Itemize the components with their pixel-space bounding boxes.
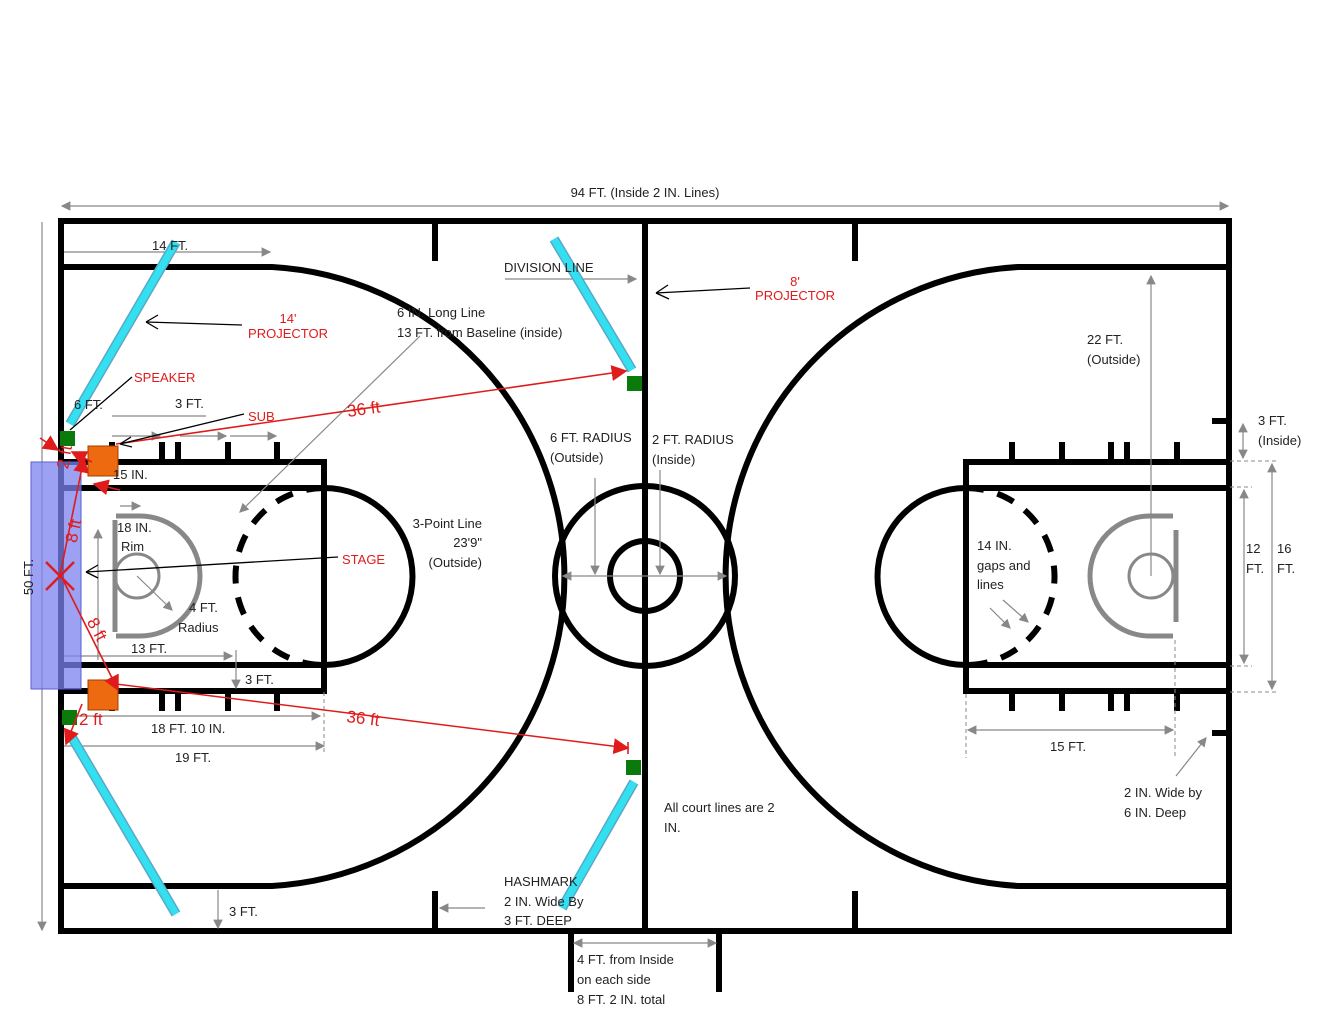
rim-label: 18 IN. (117, 520, 152, 535)
gaps-label-c: lines (977, 577, 1004, 592)
projector-icon (557, 779, 639, 911)
sub-icon (87, 679, 119, 711)
speaker-label: SPEAKER (134, 370, 195, 385)
rim-left (112, 513, 203, 639)
right-3-label: 3 FT. (1258, 413, 1287, 428)
six-in-line-label: 6 IN. Long Line (397, 305, 485, 320)
distance-lines (39, 365, 630, 755)
distance-8-bottom: 8 ft (83, 615, 111, 645)
free-throw-arc-right-dashed (965, 485, 1058, 668)
four-ft-label-c: 8 FT. 2 IN. total (577, 992, 665, 1007)
stage-label: STAGE (342, 552, 385, 567)
distance-36-top: 36 ft (346, 398, 382, 421)
right-16-label: 16 (1277, 541, 1291, 556)
lane-3ft-label: 3 FT. (245, 672, 274, 687)
overall-length-label: 94 FT. (Inside 2 IN. Lines) (571, 185, 720, 200)
left-14ft-label: 14 FT. (152, 238, 188, 253)
projector-icon (65, 239, 181, 427)
right-3-label-b: (Inside) (1258, 433, 1301, 448)
hashmark-label-b: 2 IN. Wide By (504, 894, 584, 909)
dimension-lines (37, 201, 1277, 948)
right-12-label-b: FT. (1246, 561, 1264, 576)
left-6ft-label: 6 FT. (74, 397, 103, 412)
projector-icon (65, 731, 181, 917)
radius-6-label-b: (Outside) (550, 450, 603, 465)
radius-4-label-b: Radius (178, 620, 219, 635)
callout-arrows (69, 284, 751, 579)
rim-label-b: Rim (121, 539, 144, 554)
width-label: 50 FT. (21, 559, 36, 595)
fifteen-in-label: 15 IN. (113, 467, 148, 482)
four-ft-label-b: on each side (577, 972, 651, 987)
sub-icon (87, 445, 119, 477)
left-3ft-label: 3 FT. (175, 396, 204, 411)
free-throw-arc-left (323, 485, 416, 668)
three-point-label-b: 23'9" (453, 535, 482, 550)
six-in-line-label-b: 13 FT. from Baseline (inside) (397, 325, 562, 340)
three-point-label-c: (Outside) (429, 555, 482, 570)
three-point-line-left (61, 264, 568, 889)
stage (30, 461, 82, 690)
projector-14-label-b: PROJECTOR (248, 326, 328, 341)
speaker-icon (60, 431, 75, 446)
key-right-inner (963, 485, 1232, 668)
center-circle-outer (552, 483, 738, 669)
gaps-label-b: gaps and (977, 558, 1031, 573)
distance-2-top: 2 ft (53, 443, 76, 470)
right-22-label-b: (Outside) (1087, 352, 1140, 367)
radius-2-label-b: (Inside) (652, 452, 695, 467)
speaker-icon (62, 710, 77, 725)
distance-36-bottom: 36 ft (346, 707, 381, 730)
ft-18-10-label: 18 FT. 10 IN. (151, 721, 225, 736)
right-22-label: 22 FT. (1087, 332, 1123, 347)
gaps-label: 14 IN. (977, 538, 1012, 553)
hashmark-label: HASHMARK (504, 874, 578, 889)
three-point-label: 3-Point Line (413, 516, 482, 531)
free-throw-arc-right (874, 485, 967, 668)
projector-8-label: 8' (790, 274, 800, 289)
radius-2-label: 2 FT. RADIUS (652, 432, 734, 447)
distance-8-top: 8 ft (62, 517, 86, 544)
all-lines-label-b: IN. (664, 820, 681, 835)
speaker-icon (626, 760, 641, 775)
projector-8-label-b: PROJECTOR (755, 288, 835, 303)
radius-4-label: 4 FT. (189, 600, 218, 615)
right-12-label: 12 (1246, 541, 1260, 556)
projector-14-label: 14' (280, 311, 297, 326)
right-16-label-b: FT. (1277, 561, 1295, 576)
rim-right (1087, 513, 1179, 639)
radius-6-label: 6 FT. RADIUS (550, 430, 632, 445)
all-lines-label: All court lines are 2 (664, 800, 775, 815)
left-13ft-label: 13 FT. (131, 641, 167, 656)
ft-19-label: 19 FT. (175, 750, 211, 765)
projector-icon (549, 236, 637, 373)
distance-2-bottom: 2 ft (79, 710, 103, 729)
speaker-icon (627, 376, 642, 391)
wide-label-b: 6 IN. Deep (1124, 805, 1186, 820)
lane-marks-right (1009, 442, 1180, 711)
hashmark-label-c: 3 FT. DEEP (504, 913, 572, 928)
sub-label: SUB (248, 409, 275, 424)
division-line-label: DIVISION LINE (504, 260, 594, 275)
free-throw-arc-left-dashed (232, 485, 325, 668)
bottom-3ft-label: 3 FT. (229, 904, 258, 919)
wide-label: 2 IN. Wide by (1124, 785, 1203, 800)
right-15-label: 15 FT. (1050, 739, 1086, 754)
four-ft-label: 4 FT. from Inside (577, 952, 674, 967)
